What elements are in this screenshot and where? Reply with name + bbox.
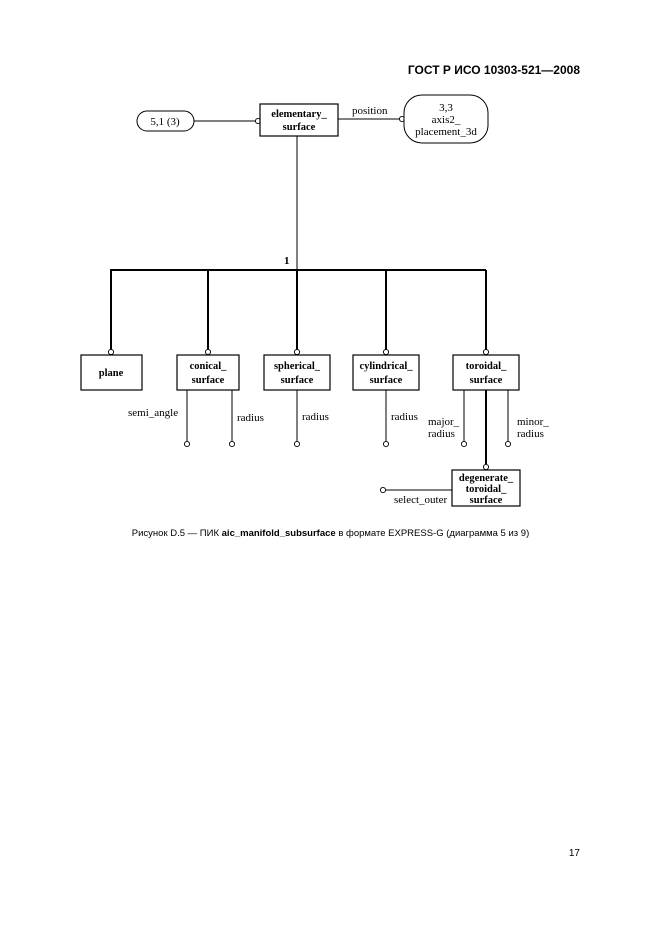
attr-cylindrical-radius-label: radius: [391, 411, 418, 423]
page-ref-right-line3: placement_3d: [415, 126, 477, 138]
attr-minor-radius-label-2: radius: [517, 428, 544, 440]
entity-plane-label: plane: [99, 368, 124, 379]
entity-toroidal-surface-line1: toroidal_: [466, 361, 507, 372]
branch-toroidal-circle: [482, 348, 490, 356]
attr-spherical-radius-label: radius: [302, 411, 329, 423]
entity-toroidal-surface-line2: surface: [470, 375, 503, 386]
supertype-number: 1: [284, 255, 290, 267]
page-ref-right-line2: axis2_: [432, 114, 461, 126]
branch-plane-circle: [107, 348, 115, 356]
entity-plane: [80, 354, 143, 391]
entity-conical-surface: [176, 354, 240, 391]
attr-spherical-radius-circle: [293, 440, 301, 448]
page-ref-right-line1: 3,3: [439, 102, 453, 114]
entity-elementary-surface-line2: surface: [283, 122, 316, 133]
document-header: ГОСТ Р ИСО 10303-521—2008: [407, 63, 580, 77]
caption-suffix: в формате EXPRESS-G (диаграмма 5 из 9): [335, 528, 530, 539]
entity-conical-surface-line1: conical_: [190, 361, 227, 372]
entity-cylindrical-surface-line2: surface: [370, 375, 403, 386]
page-ref-right-box: [403, 94, 489, 144]
entity-spherical-surface-line1: spherical_: [274, 361, 321, 372]
branch-conical-circle: [204, 348, 212, 356]
figure-caption: Рисунок D.5 — ПИК aic_manifold_subsurfac…: [0, 528, 661, 539]
caption-entity: aic_manifold_subsurface: [221, 528, 336, 539]
entity-elementary-surface-line1: elementary_: [271, 109, 327, 120]
attr-cylindrical-radius-circle: [382, 440, 390, 448]
attr-semi-angle-label: semi_angle: [128, 407, 178, 419]
position-label: position: [352, 105, 388, 117]
attr-semi-angle-circle: [183, 440, 191, 448]
attr-minor-radius-label-1: minor_: [517, 416, 549, 428]
attr-select-outer-label: select_outer: [394, 494, 447, 506]
attr-major-radius-label-2: radius: [428, 428, 455, 440]
branch-degenerate-circle: [482, 463, 490, 471]
branch-spherical-circle: [293, 348, 301, 356]
page-ref-left-label: 5,1 (3): [150, 116, 180, 128]
entity-cylindrical-surface-line1: cylindrical_: [359, 361, 413, 372]
entity-cylindrical-surface: [352, 354, 420, 391]
attr-select-outer-circle: [379, 486, 387, 494]
entity-spherical-surface-line2: surface: [281, 375, 314, 386]
entity-degenerate-line2: toroidal_: [466, 484, 507, 495]
entity-degenerate-line3: surface: [470, 495, 503, 506]
attr-minor-radius-circle: [504, 440, 512, 448]
entity-conical-surface-line2: surface: [192, 375, 225, 386]
entity-elementary-surface: [259, 103, 339, 137]
attr-major-radius-circle: [460, 440, 468, 448]
branch-cylindrical-circle: [382, 348, 390, 356]
attr-conical-radius-circle: [228, 440, 236, 448]
page-number: 17: [568, 848, 580, 859]
attr-major-radius-label-1: major_: [428, 416, 460, 428]
entity-spherical-surface: [263, 354, 331, 391]
entity-degenerate-line1: degenerate_: [459, 473, 514, 484]
attr-conical-radius-label: radius: [237, 412, 264, 424]
caption-prefix: Рисунок D.5 — ПИК: [131, 528, 222, 539]
entity-degenerate-toroidal-surface: [451, 469, 521, 507]
